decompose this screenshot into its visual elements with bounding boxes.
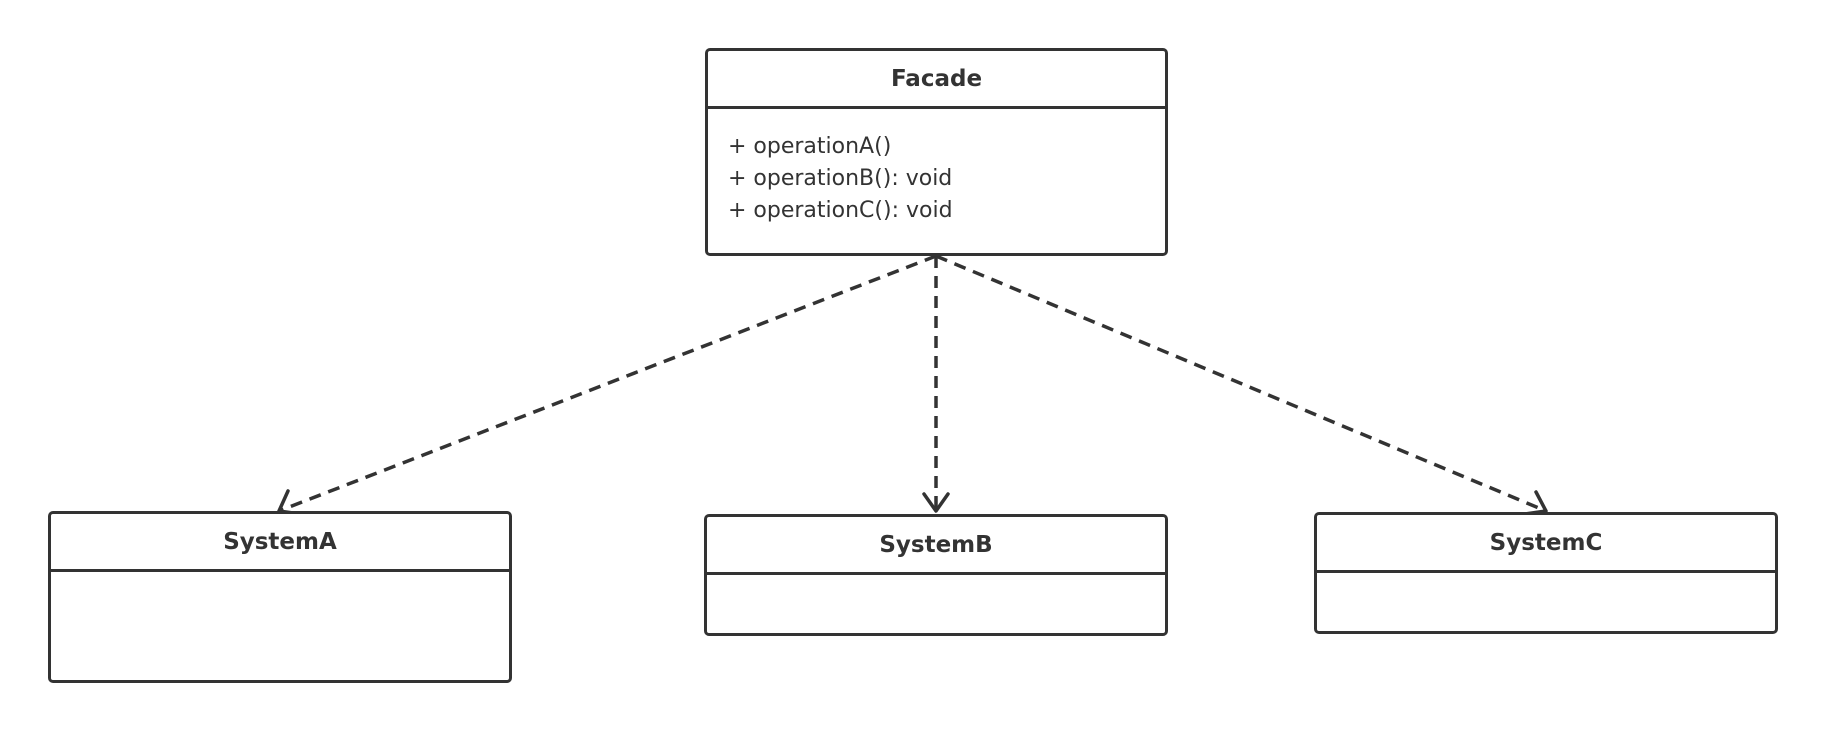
- class-facade[interactable]: Facade + operationA() + operationB(): vo…: [705, 48, 1168, 256]
- class-system-a-body: [51, 572, 509, 594]
- class-facade-operations: + operationA() + operationB(): void + op…: [708, 109, 1165, 227]
- operation-b: + operationB(): void: [728, 166, 953, 191]
- class-system-c[interactable]: SystemC: [1314, 512, 1778, 634]
- class-system-b-name: SystemB: [707, 517, 1165, 575]
- class-system-b-body: [707, 575, 1165, 597]
- operation-c: + operationC(): void: [728, 198, 953, 223]
- class-system-a-name: SystemA: [51, 514, 509, 572]
- class-facade-name: Facade: [708, 51, 1165, 109]
- class-system-c-body: [1317, 573, 1775, 595]
- arrowhead-system-b: [922, 492, 950, 513]
- operation-a: + operationA(): [728, 134, 892, 159]
- class-system-c-name: SystemC: [1317, 515, 1775, 573]
- dependency-line-facade-system-c: [935, 254, 1547, 513]
- dependency-line-facade-system-a: [278, 254, 937, 513]
- class-system-a[interactable]: SystemA: [48, 511, 512, 683]
- class-system-b[interactable]: SystemB: [704, 514, 1168, 636]
